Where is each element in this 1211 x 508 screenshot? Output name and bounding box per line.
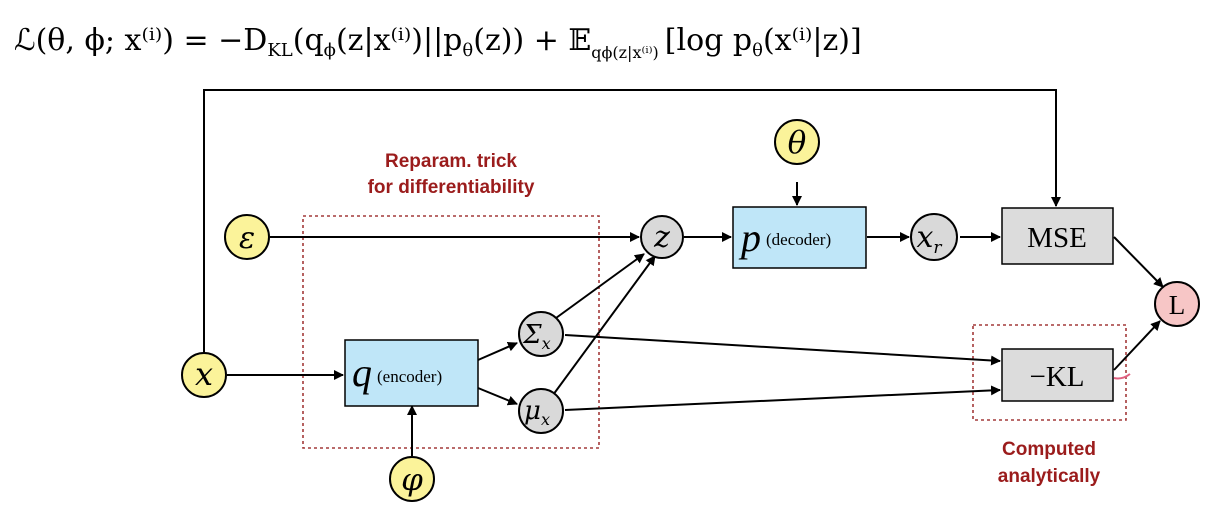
formula-e-body: [log p (665, 23, 752, 58)
analytic-region (972, 324, 1127, 421)
sigma-label: Σx (522, 320, 550, 353)
edge-mu-to-kl (564, 385, 1001, 411)
xr-sub: r (933, 238, 942, 258)
encoder-box: q (encoder) (344, 339, 479, 407)
formula-q-sub: ϕ (324, 40, 336, 61)
varphi-node: φ (389, 456, 435, 502)
z-node: z (640, 215, 684, 259)
edge-mu-to-z (552, 255, 656, 396)
analytic-note-line2: analytically (998, 466, 1101, 487)
loss-label: L (1169, 290, 1186, 320)
formula-kl-sub: KL (267, 40, 292, 61)
mse-box: MSE (1001, 207, 1114, 265)
encoder-label: (encoder) (377, 367, 442, 386)
formula-e-sub: qϕ(z|x⁽ⁱ⁾) (591, 43, 659, 62)
edge-mse-to-loss (1113, 236, 1164, 288)
sigma-sub: x (542, 334, 551, 353)
mu-node: μx (518, 388, 564, 434)
kl-label: −KL (1029, 361, 1084, 393)
mu-label: μx (524, 396, 550, 429)
edge-x-to-mse (203, 89, 1061, 354)
theta-label: θ (788, 125, 807, 161)
edge-encoder-to-sigma (477, 342, 518, 361)
edge-kl-to-loss (1113, 320, 1161, 371)
elbo-formula: ℒ(θ, ϕ; x⁽ⁱ⁾) = −DKL(qϕ(z|x⁽ⁱ⁾)||pθ(z)) … (14, 23, 862, 62)
x-label: x (195, 355, 213, 393)
encoder-symbol: q (352, 350, 372, 395)
xr-label: xr (916, 220, 942, 258)
decoder-symbol: p (738, 215, 761, 260)
formula-q-args: (z|x⁽ⁱ⁾)||p (336, 23, 462, 58)
sigma-main: Σ (522, 320, 542, 350)
xr-node: xr (910, 213, 958, 261)
xr-main: x (916, 220, 933, 255)
decoder-box: p (decoder) (732, 206, 867, 269)
formula-p-sub: θ (462, 40, 473, 61)
formula-kl-args: (q (293, 23, 324, 58)
reparam-note-line1: Reparam. trick (385, 151, 517, 172)
formula-lhs: ℒ(θ, ϕ; x⁽ⁱ⁾) = −D (14, 23, 267, 58)
decoder-label: (decoder) (766, 230, 831, 249)
mu-sub: x (541, 410, 550, 429)
x-node: x (181, 352, 227, 398)
sigma-node: Σx (518, 311, 564, 357)
epsilon-label: ε (239, 221, 255, 256)
formula-e-end: (x⁽ⁱ⁾|z)] (763, 23, 862, 58)
encoder-text: q (encoder) (352, 350, 442, 395)
formula-e-p-sub: θ (752, 40, 763, 61)
reparam-note-line2: for differentiability (368, 177, 535, 198)
varphi-label: φ (401, 462, 423, 498)
edge-sigma-to-z (555, 253, 645, 319)
mse-label: MSE (1027, 222, 1087, 254)
mu-main: μ (524, 396, 541, 426)
decoder-text: p (decoder) (738, 215, 831, 260)
kl-accent-mark (1113, 373, 1131, 380)
loss-node: L (1154, 281, 1200, 327)
formula-p-args: (z)) + 𝔼 (473, 23, 591, 58)
epsilon-node: ε (224, 214, 270, 260)
z-label: z (653, 220, 670, 255)
edge-sigma-to-kl (564, 334, 1001, 366)
kl-box: −KL (1001, 348, 1114, 402)
analytic-note-line1: Computed (1002, 439, 1096, 460)
edge-encoder-to-mu (477, 387, 518, 406)
theta-node: θ (774, 119, 820, 165)
